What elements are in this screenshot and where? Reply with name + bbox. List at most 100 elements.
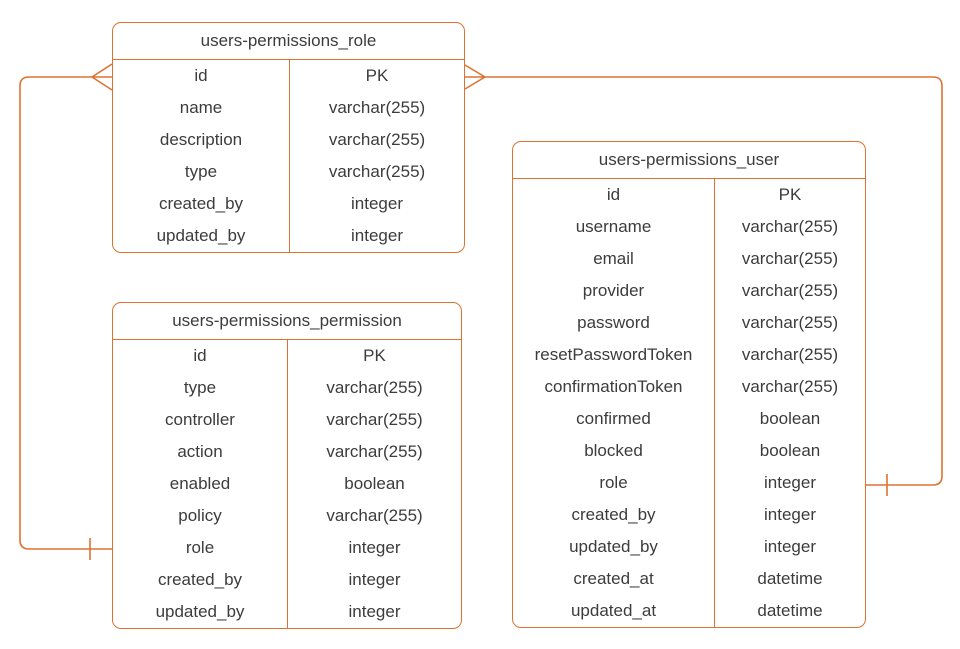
table-users-permissions-role[interactable]: users-permissions_role id PK name varcha…: [112, 22, 465, 253]
field-name: updated_at: [513, 595, 715, 627]
field-name: email: [513, 243, 715, 275]
field-name: confirmationToken: [513, 371, 715, 403]
table-rows: id PK name varchar(255) description varc…: [113, 60, 464, 252]
field-type: integer: [348, 570, 401, 589]
field-name: policy: [113, 500, 288, 532]
table-row: updated_by integer: [113, 220, 464, 252]
field-name: created_by: [513, 499, 715, 531]
field-name: enabled: [113, 468, 288, 500]
table-row: updated_at datetime: [513, 595, 865, 627]
field-type: varchar(255): [741, 313, 839, 332]
field-type: PK: [363, 346, 386, 365]
field-name: password: [513, 307, 715, 339]
crow-foot-many-icon: [91, 63, 113, 91]
field-name: id: [513, 179, 715, 211]
relation-role-permission[interactable]: [19, 63, 113, 560]
table-row: type varchar(255): [113, 372, 461, 404]
table-row: username varchar(255): [513, 211, 865, 243]
table-row: role integer: [513, 467, 865, 499]
table-row: password varchar(255): [513, 307, 865, 339]
table-row: email varchar(255): [513, 243, 865, 275]
table-rows: id PK type varchar(255) controller varch…: [113, 340, 461, 628]
table-row: description varchar(255): [113, 124, 464, 156]
field-type: varchar(255): [326, 442, 423, 461]
table-row: id PK: [113, 60, 464, 92]
field-name: action: [113, 436, 288, 468]
field-type: integer: [348, 602, 401, 621]
table-title: users-permissions_permission: [113, 303, 461, 340]
table-users-permissions-permission[interactable]: users-permissions_permission id PK type …: [112, 302, 462, 629]
field-type: varchar(255): [741, 249, 839, 268]
table-users-permissions-user[interactable]: users-permissions_user id PK username va…: [512, 141, 866, 628]
table-row: created_by integer: [113, 188, 464, 220]
field-type: varchar(255): [328, 98, 426, 117]
field-name: type: [113, 372, 288, 404]
field-type: varchar(255): [741, 377, 839, 396]
table-row: created_by integer: [113, 564, 461, 596]
field-name: updated_by: [113, 596, 288, 628]
field-type: integer: [351, 226, 403, 245]
field-name: role: [113, 532, 288, 564]
field-type: datetime: [757, 569, 823, 588]
field-name: blocked: [513, 435, 715, 467]
table-row: resetPasswordToken varchar(255): [513, 339, 865, 371]
field-name: description: [113, 124, 290, 156]
field-type: PK: [365, 66, 389, 85]
field-type: boolean: [759, 441, 821, 460]
relation-line: [19, 76, 113, 550]
field-type: varchar(255): [328, 130, 426, 149]
field-name: created_by: [113, 188, 290, 220]
table-row: updated_by integer: [513, 531, 865, 563]
field-name: type: [113, 156, 290, 188]
table-row: controller varchar(255): [113, 404, 461, 436]
field-name: created_by: [113, 564, 288, 596]
field-type: varchar(255): [326, 506, 423, 525]
field-type: varchar(255): [328, 162, 426, 181]
field-type: boolean: [759, 409, 821, 428]
table-row: enabled boolean: [113, 468, 461, 500]
table-row: policy varchar(255): [113, 500, 461, 532]
table-row: confirmed boolean: [513, 403, 865, 435]
table-row: confirmationToken varchar(255): [513, 371, 865, 403]
table-row: role integer: [113, 532, 461, 564]
field-name: id: [113, 60, 290, 92]
field-name: role: [513, 467, 715, 499]
field-type: varchar(255): [326, 378, 423, 397]
field-type: varchar(255): [326, 410, 423, 429]
field-name: controller: [113, 404, 288, 436]
field-type: integer: [764, 473, 816, 492]
table-row: id PK: [113, 340, 461, 372]
field-name: id: [113, 340, 288, 372]
field-type: boolean: [344, 474, 405, 493]
table-title: users-permissions_role: [113, 23, 464, 60]
table-row: action varchar(255): [113, 436, 461, 468]
table-row: type varchar(255): [113, 156, 464, 188]
field-type: varchar(255): [741, 281, 839, 300]
field-name: resetPasswordToken: [513, 339, 715, 371]
table-row: updated_by integer: [113, 596, 461, 628]
table-row: blocked boolean: [513, 435, 865, 467]
field-name: updated_by: [113, 220, 290, 252]
table-row: provider varchar(255): [513, 275, 865, 307]
table-row: id PK: [513, 179, 865, 211]
field-name: username: [513, 211, 715, 243]
table-rows: id PK username varchar(255) email varcha…: [513, 179, 865, 627]
relation-line: [485, 76, 943, 486]
table-title: users-permissions_user: [513, 142, 865, 179]
table-row: created_by integer: [513, 499, 865, 531]
field-name: name: [113, 92, 290, 124]
relation-role-user[interactable]: [464, 64, 943, 496]
field-type: integer: [351, 194, 403, 213]
table-row: created_at datetime: [513, 563, 865, 595]
field-type: varchar(255): [741, 345, 839, 364]
field-name: updated_by: [513, 531, 715, 563]
field-type: integer: [764, 505, 816, 524]
field-type: datetime: [757, 601, 823, 620]
field-type: integer: [348, 538, 401, 557]
field-type: varchar(255): [741, 217, 839, 236]
field-name: created_at: [513, 563, 715, 595]
field-name: confirmed: [513, 403, 715, 435]
field-type: integer: [764, 537, 816, 556]
